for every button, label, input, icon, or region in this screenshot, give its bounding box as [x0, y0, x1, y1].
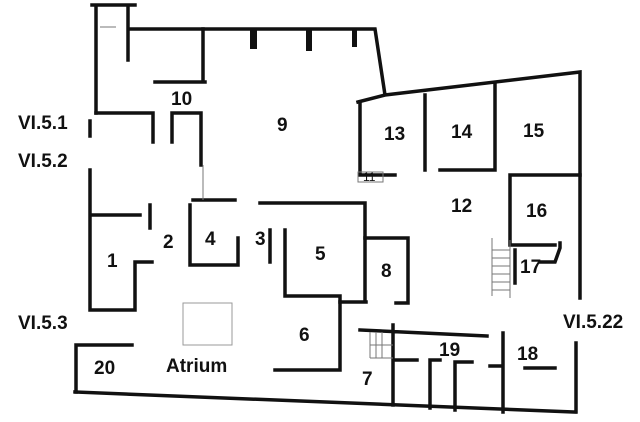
room-label-6: 6 — [299, 325, 310, 346]
pillar — [352, 29, 357, 47]
entrance-label-vi-5-3: VI.5.3 — [18, 313, 68, 334]
room-label-5: 5 — [315, 244, 326, 265]
wall — [338, 236, 410, 305]
wall — [73, 3, 582, 414]
entrance-label-vi-5-22: VI.5.22 — [563, 312, 624, 333]
room-label-16: 16 — [526, 201, 548, 222]
room-label-14: 14 — [451, 122, 473, 143]
room-label-18: 18 — [517, 344, 539, 365]
room-label-atrium: Atrium — [166, 356, 228, 377]
wall — [88, 119, 154, 312]
room-11-box — [357, 171, 384, 183]
room-label-8: 8 — [381, 261, 392, 282]
entrance-label-vi-5-2: VI.5.2 — [18, 151, 68, 172]
room-label-7: 7 — [362, 369, 373, 390]
staircase-17 — [491, 238, 511, 298]
pillar — [250, 29, 257, 49]
door-line — [100, 26, 204, 200]
room-label-13: 13 — [384, 124, 406, 145]
wall — [358, 323, 557, 414]
room-label-3: 3 — [255, 229, 266, 250]
entrance-label-vi-5-1: VI.5.1 — [18, 113, 68, 134]
room-label-10: 10 — [171, 89, 193, 110]
room-label-2: 2 — [163, 232, 174, 253]
room-label-20: 20 — [94, 358, 116, 379]
room-label-19: 19 — [439, 340, 461, 361]
impluvium — [182, 302, 233, 346]
room-label-9: 9 — [277, 115, 288, 136]
pillar — [306, 29, 312, 51]
room-label-15: 15 — [523, 121, 545, 142]
room-label-4: 4 — [205, 229, 216, 250]
staircase-7 — [369, 332, 393, 359]
wall — [358, 83, 582, 285]
wall — [188, 198, 367, 372]
room-label-1: 1 — [107, 251, 118, 272]
wall — [74, 343, 134, 394]
wall — [94, 27, 207, 167]
room-label-17: 17 — [520, 257, 542, 278]
room-label-11: 11 — [363, 170, 376, 184]
room-label-12: 12 — [451, 196, 473, 217]
